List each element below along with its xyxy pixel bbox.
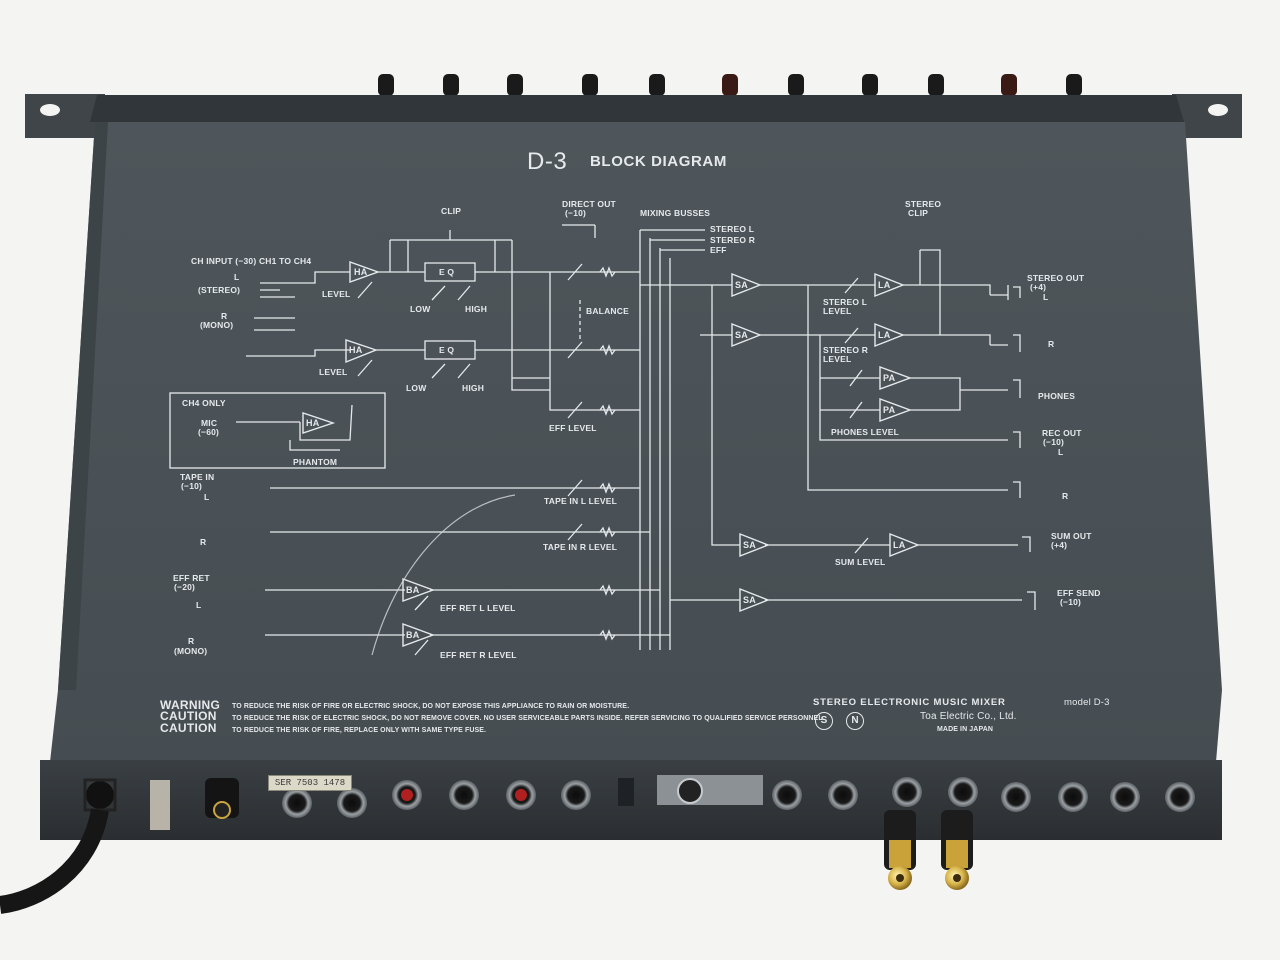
stereo-out-level: (+4) — [1030, 282, 1047, 292]
low-label-2: LOW — [406, 383, 427, 393]
product-model: model D-3 — [1064, 697, 1110, 708]
eff-ret-mono: (MONO) — [174, 646, 208, 656]
block-diagram-panel — [50, 122, 1222, 762]
serial-sticker: SER 7503 1478 — [268, 775, 352, 791]
bus-stereo-l: STEREO L — [710, 224, 755, 234]
rec-out-r: R — [1062, 491, 1069, 501]
eff-ret-r: R — [188, 636, 195, 646]
eff-ret-r-level: EFF RET R LEVEL — [440, 650, 517, 660]
chassis-rim — [90, 95, 1184, 122]
tape-in-r: R — [200, 537, 207, 547]
phantom-label: PHANTOM — [293, 457, 338, 467]
eff-ret-label: EFF RET — [173, 573, 210, 583]
eff-ret-level: (−20) — [174, 582, 196, 592]
level-label-1: LEVEL — [322, 289, 351, 299]
la-label-3: LA — [893, 540, 906, 550]
stereo-l-level-label-1: STEREO L — [823, 297, 868, 307]
phones-level-label: PHONES LEVEL — [831, 427, 900, 437]
pen-scribble — [371, 494, 516, 656]
panel-title-model: D-3 — [527, 148, 568, 175]
mark-n-icon: N — [846, 712, 864, 730]
clip-label: CLIP — [441, 206, 462, 216]
ch-input-mono: (MONO) — [200, 320, 234, 330]
low-label-1: LOW — [410, 304, 431, 314]
tape-in-level: (−10) — [181, 481, 203, 491]
panel-title-text: BLOCK DIAGRAM — [590, 153, 727, 170]
stereo-r-level-label-1: STEREO R — [823, 345, 869, 355]
tape-in-r-level: TAPE IN R LEVEL — [543, 542, 618, 552]
ha-label-2: HA — [349, 345, 363, 355]
level-label-2: LEVEL — [319, 367, 348, 377]
stereo-l-level-label-2: LEVEL — [823, 306, 852, 316]
caution-word-2: CAUTION — [160, 721, 217, 735]
la-label-2: LA — [878, 330, 891, 340]
eff-ret-l-level: EFF RET L LEVEL — [440, 603, 516, 613]
direct-out-level: (−10) — [565, 208, 587, 218]
ch-input-label: CH INPUT (−30) CH1 TO CH4 — [191, 256, 312, 266]
bus-stereo-r: STEREO R — [710, 235, 756, 245]
rec-out-level: (−10) — [1043, 437, 1065, 447]
jack-row — [282, 775, 1195, 818]
mixing-busses-label: MIXING BUSSES — [640, 208, 711, 218]
balance-label: BALANCE — [586, 306, 629, 316]
ch-input-l: L — [234, 272, 240, 282]
direct-out-label: DIRECT OUT — [562, 199, 616, 209]
ba-label-2: BA — [406, 630, 420, 640]
eff-send-level: (−10) — [1060, 597, 1082, 607]
product-name: STEREO ELECTRONIC MUSIC MIXER — [813, 697, 1006, 708]
sa-label-4: SA — [743, 595, 757, 605]
eq-label-2: E Q — [439, 345, 455, 355]
ch4-only-label: CH4 ONLY — [182, 398, 226, 408]
eff-send-label: EFF SEND — [1057, 588, 1101, 598]
bus-eff: EFF — [710, 245, 727, 255]
sum-out-label: SUM OUT — [1051, 531, 1092, 541]
eff-ret-l: L — [196, 600, 202, 610]
top-knob-row — [378, 74, 1082, 96]
caution-text-2: TO REDUCE THE RISK OF FIRE, REPLACE ONLY… — [232, 727, 487, 734]
stereo-out-label: STEREO OUT — [1027, 273, 1085, 283]
tape-in-l-level: TAPE IN L LEVEL — [544, 496, 618, 506]
ch-input-stereo: (STEREO) — [198, 285, 241, 295]
high-label-2: HIGH — [462, 383, 485, 393]
sa-label-1: SA — [735, 280, 749, 290]
mark-s-icon: S — [815, 712, 833, 730]
tape-in-l: L — [204, 492, 210, 502]
ch-input-r: R — [221, 311, 228, 321]
sum-level-label: SUM LEVEL — [835, 557, 886, 567]
rca-plugs — [884, 810, 973, 890]
caution-text-1: TO REDUCE THE RISK OF ELECTRIC SHOCK, DO… — [232, 715, 825, 722]
la-label-1: LA — [878, 280, 891, 290]
pa-label-2: PA — [883, 405, 896, 415]
rec-out-l: L — [1058, 447, 1064, 457]
eff-level-label: EFF LEVEL — [549, 423, 597, 433]
caution-word-1: CAUTION — [160, 709, 217, 723]
ba-label-1: BA — [406, 585, 420, 595]
pa-label-1: PA — [883, 373, 896, 383]
eq-label-1: E Q — [439, 267, 455, 277]
high-label-1: HIGH — [465, 304, 488, 314]
phones-label: PHONES — [1038, 391, 1076, 401]
rec-out-label: REC OUT — [1042, 428, 1082, 438]
product-maker: Toa Electric Co., Ltd. — [920, 711, 1017, 722]
sa-label-3: SA — [743, 540, 757, 550]
circuit-lines — [169, 224, 1036, 656]
mic-label: MIC — [201, 418, 218, 428]
tape-in-label: TAPE IN — [180, 472, 215, 482]
amplifier-symbols — [302, 261, 920, 648]
stereo-clip-label-2: CLIP — [908, 208, 929, 218]
front-connectors — [0, 778, 239, 914]
stereo-out-r: R — [1048, 339, 1055, 349]
sum-out-level: (+4) — [1051, 540, 1068, 550]
mic-level: (−60) — [198, 427, 220, 437]
warning-word: WARNING — [160, 698, 221, 712]
ha-label-3: HA — [306, 418, 320, 428]
stereo-clip-label-1: STEREO — [905, 199, 942, 209]
product-origin: MADE IN JAPAN — [937, 726, 994, 733]
warning-text: TO REDUCE THE RISK OF FIRE OR ELECTRIC S… — [232, 703, 630, 710]
ha-label-1: HA — [354, 267, 368, 277]
sa-label-2: SA — [735, 330, 749, 340]
stereo-out-l: L — [1043, 292, 1049, 302]
stereo-r-level-label-2: LEVEL — [823, 354, 852, 364]
